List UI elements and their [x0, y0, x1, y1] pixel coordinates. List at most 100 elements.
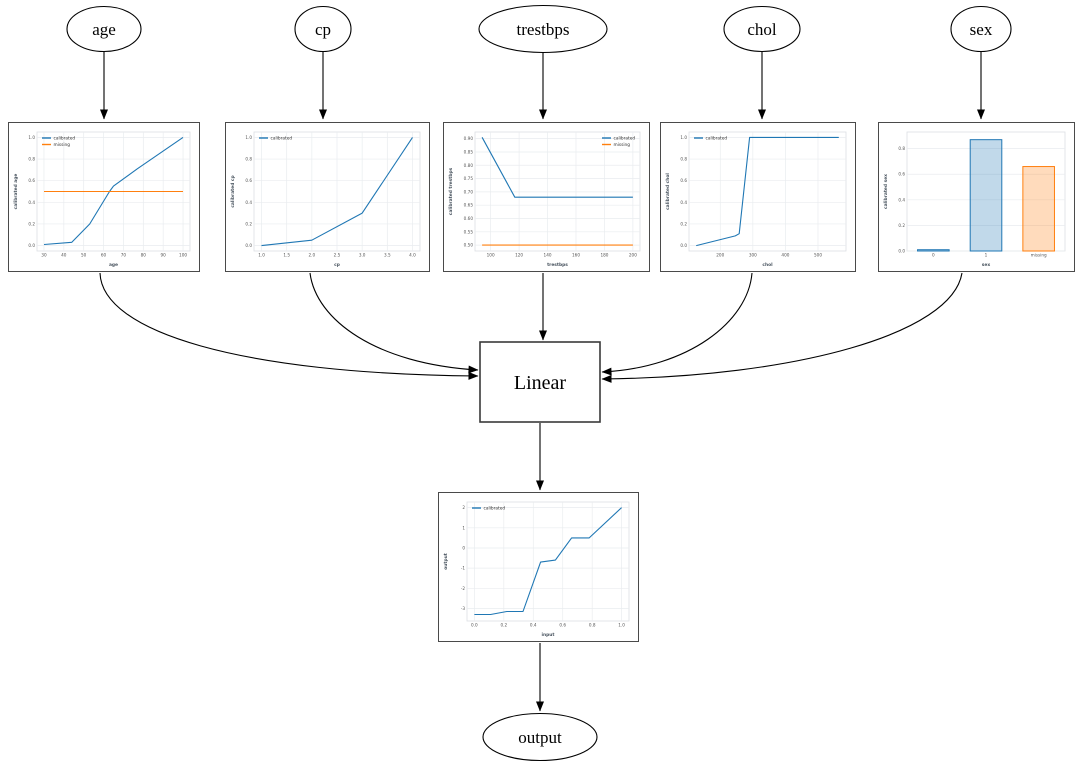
- svg-text:3.0: 3.0: [359, 253, 366, 258]
- svg-text:0.8: 0.8: [589, 623, 596, 628]
- edge-chol-calibrator-to-linear: [601, 272, 753, 376]
- svg-text:missing: missing: [54, 142, 71, 148]
- series-calibrated: [261, 137, 413, 247]
- node-sex-label: sex: [970, 20, 993, 39]
- node-chol-label: chol: [747, 20, 777, 39]
- svg-text:0.8: 0.8: [680, 157, 687, 162]
- svg-text:400: 400: [781, 253, 789, 258]
- svg-text:0.60: 0.60: [464, 216, 474, 221]
- plot-area: [474, 131, 641, 252]
- node-linear-box: [479, 341, 601, 423]
- svg-text:0.0: 0.0: [898, 249, 905, 254]
- svg-text:-3: -3: [461, 606, 466, 611]
- y-axis-label: output: [443, 553, 449, 570]
- y-tick-labels: 0.00.20.40.60.81.0: [245, 135, 252, 248]
- x-axis-label: sex: [982, 263, 991, 268]
- x-axis-label: trestbps: [547, 262, 568, 268]
- svg-text:1.0: 1.0: [680, 135, 687, 140]
- svg-text:0.6: 0.6: [28, 178, 35, 183]
- svg-text:100: 100: [179, 253, 187, 258]
- node-output-label: output: [518, 728, 562, 747]
- svg-text:60: 60: [101, 253, 107, 258]
- svg-text:1: 1: [462, 525, 465, 530]
- series-calibrated: [696, 136, 839, 247]
- svg-text:1.0: 1.0: [28, 135, 35, 140]
- svg-text:calibrated: calibrated: [614, 136, 636, 142]
- svg-text:50: 50: [81, 253, 87, 258]
- y-tick-labels: 0.00.20.40.60.81.0: [680, 135, 687, 248]
- svg-text:300: 300: [749, 253, 757, 258]
- svg-text:0.4: 0.4: [28, 200, 35, 205]
- svg-text:calibrated: calibrated: [484, 506, 506, 512]
- series-calibrated: [474, 507, 622, 616]
- x-tick-labels: 0 1 missing: [932, 253, 1047, 258]
- linear-node: Linear: [479, 341, 601, 423]
- node-trestbps-ellipse: [478, 4, 608, 54]
- svg-text:0.2: 0.2: [898, 223, 905, 228]
- svg-text:70: 70: [121, 253, 127, 258]
- edges: [99, 52, 985, 712]
- svg-text:calibrated: calibrated: [706, 136, 728, 142]
- svg-text:calibrated: calibrated: [271, 136, 293, 142]
- y-axis-label: calibrated cp: [230, 175, 236, 207]
- edge-age-calibrator-to-linear: [99, 272, 479, 380]
- svg-text:1: 1: [985, 253, 988, 258]
- gridlines: [689, 132, 846, 251]
- svg-text:0.50: 0.50: [464, 243, 474, 248]
- node-sex-ellipse: [950, 5, 1012, 53]
- svg-text:0.8: 0.8: [898, 146, 905, 151]
- svg-text:90: 90: [161, 253, 167, 258]
- series-calibrated: [481, 137, 633, 198]
- node-age-label: age: [92, 20, 116, 39]
- edge-cp-calibrator-to-linear: [309, 272, 479, 374]
- y-axis-label: calibrated chol: [665, 173, 671, 210]
- svg-text:0.80: 0.80: [464, 163, 474, 168]
- y-axis-label: calibrated sex: [883, 174, 889, 209]
- gridlines: [254, 132, 420, 251]
- y-axis-label: calibrated age: [13, 174, 19, 210]
- x-axis-label: chol: [762, 262, 773, 268]
- legend: calibrated: [472, 506, 505, 512]
- svg-text:1.0: 1.0: [258, 253, 265, 258]
- svg-text:0.65: 0.65: [464, 203, 474, 208]
- svg-text:-1: -1: [461, 566, 466, 571]
- svg-text:0: 0: [932, 253, 935, 258]
- gridlines: [37, 132, 190, 251]
- node-trestbps-label: trestbps: [517, 20, 570, 39]
- svg-text:0.4: 0.4: [245, 200, 252, 205]
- svg-text:calibrated: calibrated: [54, 136, 76, 142]
- svg-text:missing: missing: [1031, 253, 1047, 258]
- svg-text:0.8: 0.8: [245, 157, 252, 162]
- y-tick-labels: 0.500.550.600.650.700.750.800.850.90: [464, 136, 474, 247]
- svg-text:200: 200: [716, 253, 724, 258]
- svg-text:-2: -2: [461, 586, 466, 591]
- y-tick-labels: 0.00.20.40.60.81.0: [28, 135, 35, 248]
- node-cp-ellipse: [294, 5, 352, 53]
- svg-text:2.0: 2.0: [309, 253, 316, 258]
- svg-text:0.2: 0.2: [245, 221, 252, 226]
- svg-text:1.0: 1.0: [245, 135, 252, 140]
- svg-text:2: 2: [462, 505, 465, 510]
- node-age-ellipse: [66, 5, 142, 53]
- svg-text:0.2: 0.2: [500, 623, 507, 628]
- svg-text:0.2: 0.2: [28, 221, 35, 226]
- legend: calibrated: [694, 136, 727, 142]
- bar-1: [969, 139, 1003, 252]
- svg-text:0.4: 0.4: [898, 197, 905, 202]
- node-linear-label: Linear: [514, 372, 567, 394]
- svg-text:0.4: 0.4: [530, 623, 537, 628]
